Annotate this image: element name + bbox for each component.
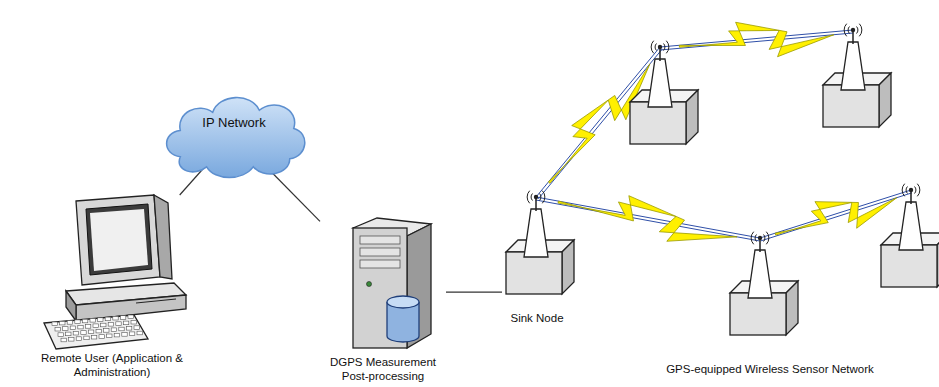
- node-label: Sink Node: [496, 311, 578, 325]
- sensor-node-icon: [630, 41, 698, 144]
- server-node: DGPS Measurement Post-processing: [316, 216, 450, 383]
- radio-link: [760, 190, 912, 241]
- sink-node: Sink Node: [496, 190, 578, 325]
- sensor-node-icon: [823, 24, 891, 127]
- sensor-node-icon: [506, 191, 574, 294]
- network-link: [446, 291, 502, 292]
- computer-icon: [44, 195, 186, 349]
- node-icon: [22, 191, 202, 351]
- node-icon: [316, 216, 450, 355]
- network-link: [267, 168, 320, 221]
- server-icon: [353, 218, 431, 348]
- sensor-node-icon: [881, 184, 939, 287]
- cloud-shape: [167, 98, 305, 178]
- network-caption: GPS-equipped Wireless Sensor Network: [666, 362, 874, 376]
- node-icon: [496, 190, 578, 311]
- radio-link: [660, 22, 853, 56]
- network-cloud: IP Network: [158, 86, 310, 182]
- user-workstation: Remote User (Application & Administratio…: [22, 191, 202, 379]
- node-label: IP Network: [158, 116, 310, 130]
- cloud-outline: [158, 86, 310, 182]
- node-label: Remote User (Application & Administratio…: [22, 351, 202, 379]
- sensor-node-icon: [730, 232, 798, 335]
- node-label: DGPS Measurement Post-processing: [316, 355, 450, 383]
- radio-link: [535, 196, 760, 242]
